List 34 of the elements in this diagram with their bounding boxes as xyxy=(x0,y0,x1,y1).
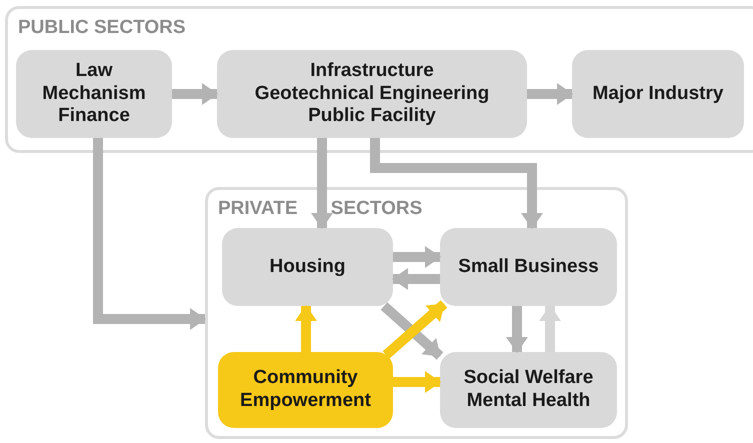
box-label: Major Industry xyxy=(592,82,724,106)
box-label: Public Facility xyxy=(308,105,436,128)
process-box xyxy=(16,50,172,138)
group-heading: PUBLIC SECTORS xyxy=(18,17,186,39)
arrow xyxy=(295,305,317,352)
arrow xyxy=(311,138,333,229)
process-box xyxy=(440,228,617,306)
box-label: Infrastructure xyxy=(310,60,434,83)
arrow xyxy=(370,138,543,229)
box-label: Small Business xyxy=(458,256,599,278)
arrow xyxy=(539,305,561,352)
box-label: Geotechnical Engineering xyxy=(254,82,490,106)
arrow xyxy=(93,138,206,330)
group-heading: PRIVATE SECTORS xyxy=(218,198,422,220)
box-label: Social Welfare xyxy=(464,367,594,390)
arrow xyxy=(393,371,441,393)
arrow xyxy=(506,306,528,353)
process-box xyxy=(217,50,527,138)
box-label: Housing xyxy=(270,256,346,278)
process-box xyxy=(440,352,617,428)
sector-group xyxy=(5,6,753,153)
box-label: Community Empowerment xyxy=(239,367,372,413)
sector-group xyxy=(205,187,628,439)
arrow xyxy=(527,83,573,105)
process-box xyxy=(572,50,744,138)
box-label: Mechanism xyxy=(42,82,146,106)
arrow xyxy=(392,268,440,290)
box-label: Mental Health xyxy=(466,390,590,413)
process-box xyxy=(222,228,393,306)
arrow xyxy=(172,83,218,105)
arrow xyxy=(393,246,441,268)
box-label: Law xyxy=(76,60,112,83)
process-box xyxy=(218,352,393,428)
box-label: Finance xyxy=(58,105,130,128)
